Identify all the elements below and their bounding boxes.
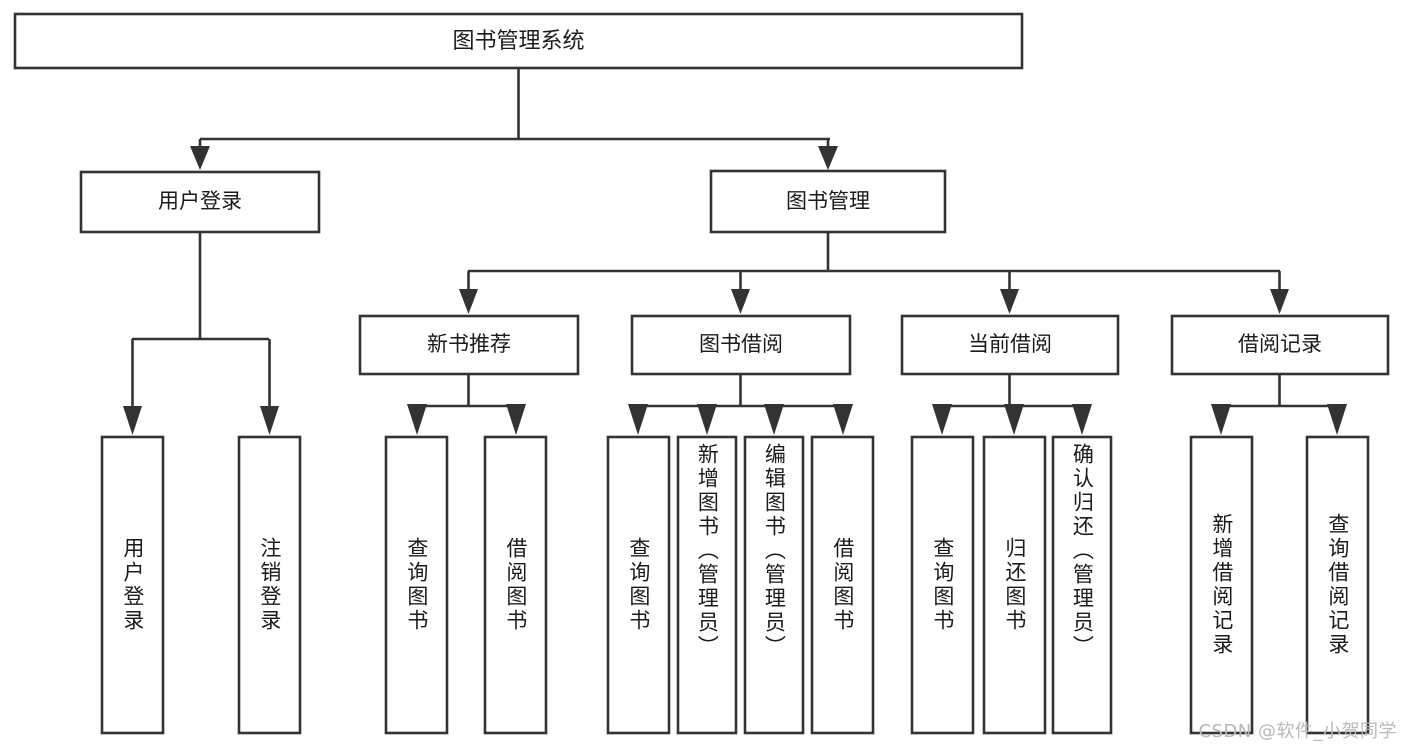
node-root[interactable]: 图书管理系统 bbox=[13, 12, 1024, 70]
node-user-login-box[interactable] bbox=[79, 170, 321, 234]
node-leaf-user-login-box[interactable] bbox=[100, 435, 165, 735]
csdn-watermark: CSDN @软件_小贺同学 bbox=[1198, 721, 1397, 742]
arrow-to-leaf-confirm-return bbox=[1072, 404, 1092, 435]
node-borrow-record[interactable]: 借阅记录 bbox=[1170, 314, 1390, 376]
node-book-manage[interactable]: 图书管理 bbox=[709, 169, 947, 234]
arrow-to-new-book-rec bbox=[459, 289, 478, 314]
arrow-to-leaf-query-book-1 bbox=[407, 404, 427, 435]
node-new-book-rec-label: 新书推荐 bbox=[427, 332, 511, 356]
node-current-borrow[interactable]: 当前借阅 bbox=[900, 314, 1120, 376]
leaf-node-group bbox=[100, 435, 1370, 735]
node-borrow-record-label: 借阅记录 bbox=[1238, 332, 1322, 356]
arrow-to-leaf-user-login bbox=[123, 406, 142, 435]
node-new-book-rec[interactable]: 新书推荐 bbox=[358, 314, 580, 376]
node-root-label: 图书管理系统 bbox=[452, 29, 584, 54]
node-leaf-confirm-return-box[interactable] bbox=[1051, 435, 1113, 735]
node-current-borrow-box[interactable] bbox=[900, 314, 1120, 376]
arrow-to-leaf-query-book-3 bbox=[932, 404, 952, 435]
node-book-borrow-label: 图书借阅 bbox=[699, 332, 783, 356]
node-user-login-label: 用户登录 bbox=[158, 189, 242, 213]
node-current-borrow-label: 当前借阅 bbox=[968, 332, 1052, 356]
arrow-to-leaf-edit-book bbox=[764, 404, 784, 435]
arrow-to-leaf-add-record bbox=[1211, 404, 1231, 435]
arrow-to-book-manage bbox=[818, 146, 838, 170]
arrow-to-borrow-record bbox=[1270, 289, 1289, 314]
arrow-to-leaf-borrow-book-2 bbox=[833, 404, 853, 435]
node-leaf-add-record-box[interactable] bbox=[1189, 435, 1254, 735]
node-leaf-borrow-book-1-box[interactable] bbox=[483, 435, 548, 735]
node-new-book-rec-box[interactable] bbox=[358, 314, 580, 376]
arrow-to-leaf-query-record bbox=[1327, 404, 1347, 435]
arrow-to-leaf-return-book bbox=[1004, 404, 1024, 435]
node-book-borrow-box[interactable] bbox=[630, 314, 852, 376]
node-book-borrow[interactable]: 图书借阅 bbox=[630, 314, 852, 376]
node-book-manage-label: 图书管理 bbox=[786, 189, 870, 213]
arrow-to-user-login bbox=[190, 146, 210, 170]
arrow-to-leaf-add-book bbox=[697, 404, 717, 435]
node-book-manage-box[interactable] bbox=[709, 169, 947, 234]
connector-group bbox=[123, 68, 1347, 435]
node-leaf-return-book-box[interactable] bbox=[982, 435, 1047, 735]
node-root-box[interactable] bbox=[13, 12, 1024, 70]
arrow-to-leaf-user-logout bbox=[260, 406, 279, 435]
node-leaf-query-record-box[interactable] bbox=[1305, 435, 1370, 735]
node-leaf-query-book-2-box[interactable] bbox=[606, 435, 671, 735]
arrow-to-current-borrow bbox=[1000, 289, 1019, 314]
node-leaf-add-book-box[interactable] bbox=[676, 435, 738, 735]
node-user-login[interactable]: 用户登录 bbox=[79, 170, 321, 234]
node-leaf-query-book-1-box[interactable] bbox=[384, 435, 449, 735]
node-leaf-borrow-book-2-box[interactable] bbox=[810, 435, 875, 735]
arrow-to-leaf-borrow-book-1 bbox=[506, 404, 526, 435]
arrow-to-leaf-query-book-2 bbox=[628, 404, 648, 435]
node-leaf-user-logout-box[interactable] bbox=[237, 435, 302, 735]
node-leaf-edit-book-box[interactable] bbox=[743, 435, 805, 735]
arrow-to-book-borrow bbox=[731, 289, 750, 314]
node-leaf-query-book-3-box[interactable] bbox=[910, 435, 975, 735]
node-borrow-record-box[interactable] bbox=[1170, 314, 1390, 376]
